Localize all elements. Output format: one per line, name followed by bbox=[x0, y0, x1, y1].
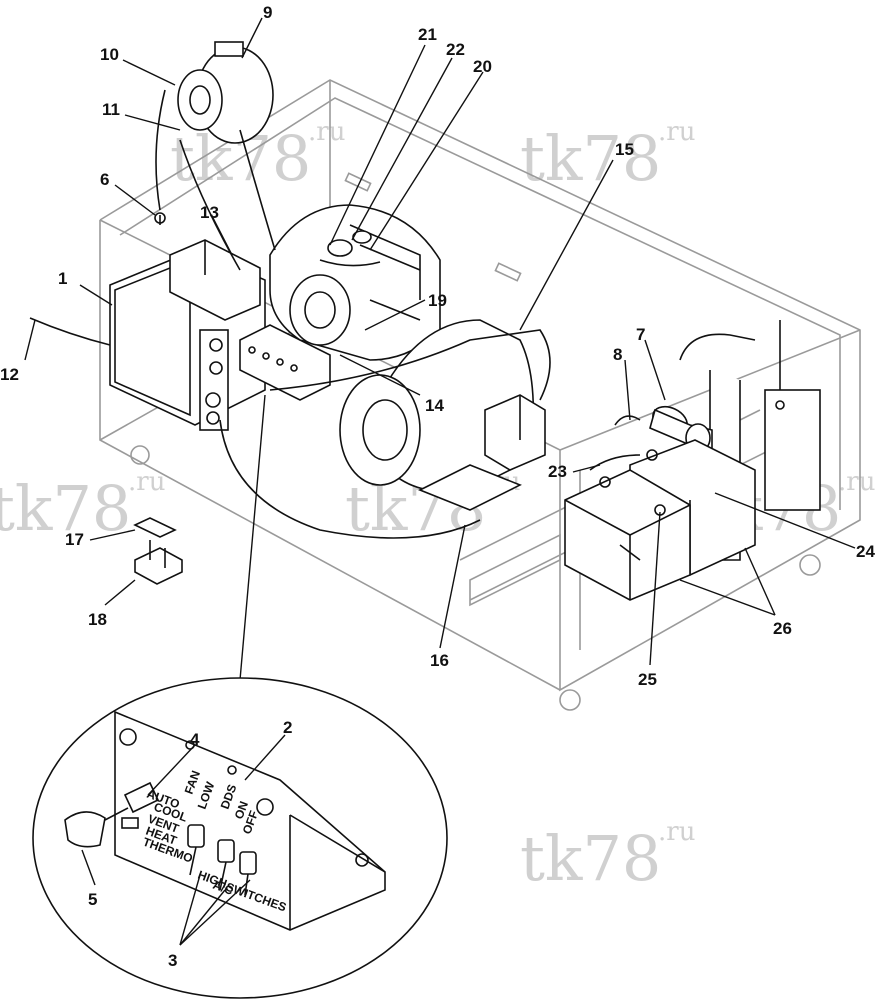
callout-15: 15 bbox=[615, 140, 634, 159]
callout-leaders bbox=[24, 17, 856, 946]
callout-21: 21 bbox=[418, 25, 437, 44]
callout-11: 11 bbox=[102, 100, 120, 119]
callout-20: 20 bbox=[473, 57, 492, 76]
callout-22: 22 bbox=[446, 40, 465, 59]
callout-numbers: 1 2 3 4 5 6 7 8 9 10 11 12 13 14 15 16 1… bbox=[0, 3, 875, 970]
callout-19: 19 bbox=[428, 291, 447, 310]
batteries bbox=[564, 439, 756, 601]
compressor bbox=[269, 204, 441, 361]
callout-3: 3 bbox=[168, 951, 177, 970]
callout-8: 8 bbox=[613, 345, 622, 364]
label-ac: A/C bbox=[211, 878, 236, 898]
alternator bbox=[177, 41, 274, 144]
callout-12: 12 bbox=[0, 365, 19, 384]
callout-16: 16 bbox=[430, 651, 449, 670]
callout-18: 18 bbox=[88, 610, 107, 629]
watermark-suffix: .ru bbox=[658, 817, 695, 847]
callout-2: 2 bbox=[283, 718, 292, 737]
callout-6: 6 bbox=[100, 170, 109, 189]
callout-7: 7 bbox=[636, 325, 645, 344]
watermark-suffix: .ru bbox=[838, 467, 875, 497]
callout-4: 4 bbox=[190, 730, 200, 749]
watermark-main: tk78 bbox=[0, 472, 131, 545]
relay-box bbox=[169, 239, 261, 321]
callout-14: 14 bbox=[425, 396, 444, 415]
electric-motor bbox=[339, 319, 546, 511]
watermark-main: tk78 bbox=[520, 822, 661, 895]
callout-10: 10 bbox=[100, 45, 119, 64]
callout-25: 25 bbox=[638, 670, 657, 689]
switch-panel-small bbox=[239, 324, 331, 401]
watermark-suffix: .ru bbox=[308, 117, 345, 147]
callout-24: 24 bbox=[856, 542, 875, 561]
callout-23: 23 bbox=[548, 462, 567, 481]
callout-1: 1 bbox=[58, 269, 67, 288]
watermark-suffix: .ru bbox=[658, 117, 695, 147]
zoom-leader-line bbox=[239, 394, 266, 681]
callout-9: 9 bbox=[263, 3, 272, 22]
watermark-main: tk78 bbox=[520, 122, 661, 195]
callout-17: 17 bbox=[65, 530, 84, 549]
watermark-suffix: .ru bbox=[128, 467, 165, 497]
callout-13: 13 bbox=[200, 203, 219, 222]
callout-5: 5 bbox=[88, 890, 97, 909]
detail-zoom-circle bbox=[32, 677, 448, 999]
terminal-block bbox=[133, 517, 183, 585]
callout-26: 26 bbox=[773, 619, 792, 638]
label-on: ON bbox=[232, 799, 251, 821]
